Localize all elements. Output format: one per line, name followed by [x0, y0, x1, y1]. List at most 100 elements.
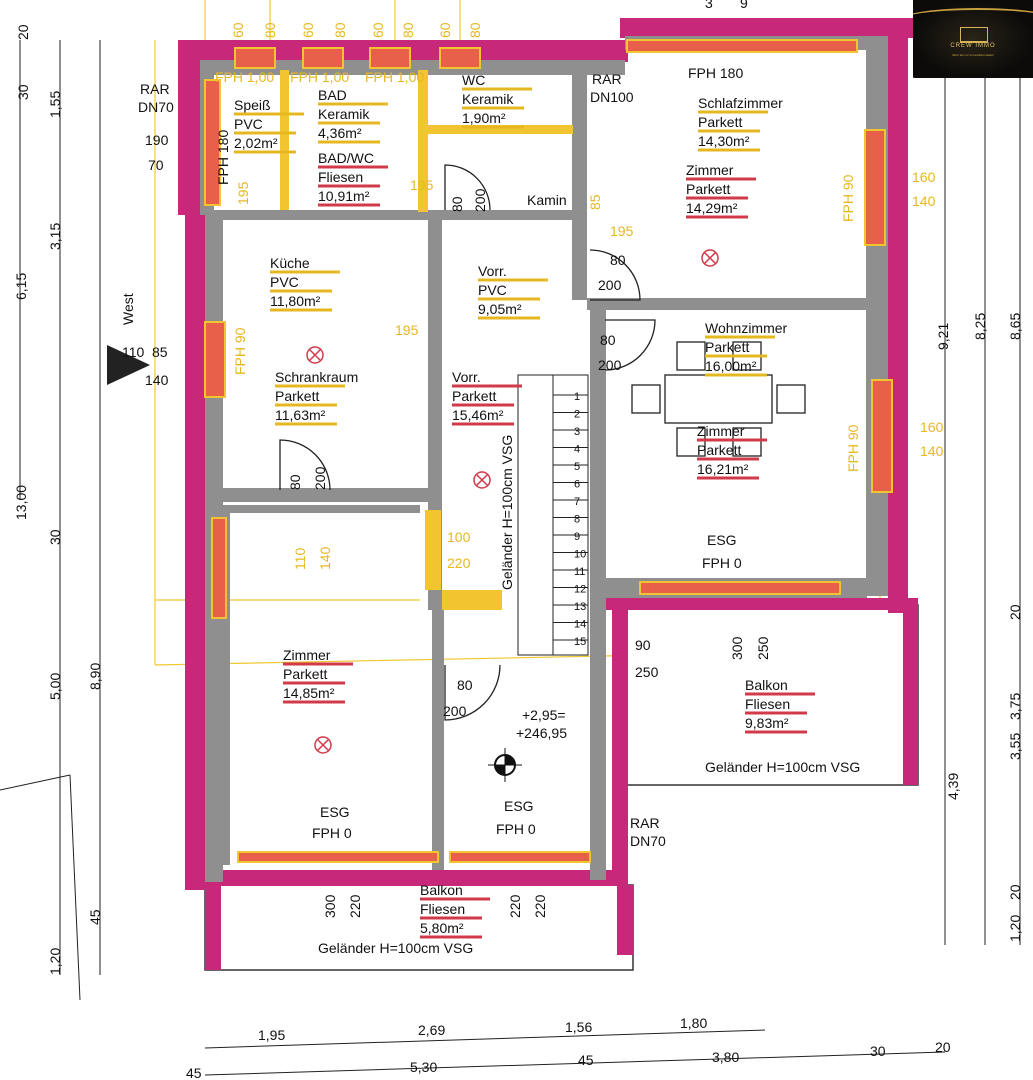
- stair-number: 7: [574, 496, 580, 508]
- dimension-text: 3,55: [1007, 733, 1023, 760]
- room-area: 4,36m²: [318, 125, 362, 141]
- dimension-text: 1,80: [680, 1015, 707, 1031]
- dimension-text: 80: [610, 252, 626, 268]
- dimension-text: 140: [145, 372, 169, 388]
- dimension-text: 220: [507, 894, 523, 918]
- dimension-text: 200: [443, 703, 467, 719]
- room-name: Küche: [270, 255, 310, 271]
- dining-table: [631, 341, 806, 457]
- annotations: FPH 180 FPH 180 FPH 90 FPH 90 FPH 90 FPH…: [138, 65, 861, 956]
- railing-label-bottom: Geländer H=100cm VSG: [318, 940, 473, 956]
- dimension-text: 3: [705, 0, 713, 11]
- dimension-text: 200: [598, 277, 622, 293]
- dimension-text: 140: [912, 193, 936, 209]
- room-area: 14,30m²: [698, 133, 750, 149]
- dimension-text: 110: [122, 344, 145, 360]
- dimension-text: 85: [587, 194, 603, 210]
- dimension-text: 220: [532, 894, 548, 918]
- compass-label: West: [120, 293, 136, 325]
- dimension-text: 9: [740, 0, 748, 11]
- dimension-text: 80: [449, 196, 465, 212]
- dimension-text: 250: [635, 664, 659, 680]
- room-area: 5,80m²: [420, 920, 464, 936]
- dimension-text: 140: [920, 443, 944, 459]
- stair-number: 6: [574, 479, 580, 491]
- room-floor: Parkett: [698, 114, 742, 130]
- fph90-right-1: FPH 90: [840, 174, 856, 222]
- room-floor: Fliesen: [318, 169, 363, 185]
- dimension-text: 300: [729, 636, 745, 660]
- dimension-text: 250: [755, 636, 771, 660]
- partition-walls: [280, 70, 573, 610]
- fph180-left: FPH 180: [215, 130, 231, 185]
- dimension-text: 160: [920, 419, 944, 435]
- room-name: Schlafzimmer: [698, 95, 783, 111]
- stair-number: 9: [574, 531, 580, 543]
- room-floor: Keramik: [318, 106, 370, 122]
- dimension-text: 1,95: [258, 1027, 285, 1043]
- fph0-label-1: FPH 0: [702, 555, 742, 571]
- dimension-text: 200: [598, 357, 622, 373]
- room-area: 9,83m²: [745, 715, 789, 731]
- stair-number: 13: [574, 601, 586, 613]
- dimension-text: 220: [347, 894, 363, 918]
- room-area: 1,90m²: [462, 110, 506, 126]
- dimension-text: 1,56: [565, 1019, 592, 1035]
- stair-number: 10: [574, 549, 586, 561]
- fph0-label-3: FPH 0: [496, 821, 536, 837]
- dimension-text: 30: [870, 1043, 886, 1059]
- stair-number: 4: [574, 444, 580, 456]
- rar-label-2: RAR: [592, 71, 622, 87]
- room-name: Zimmer: [686, 162, 734, 178]
- dimension-text: 6,15: [13, 273, 29, 300]
- dimension-text: 110: [292, 547, 308, 570]
- dimension-text: 20: [15, 24, 31, 40]
- room-floor: Keramik: [462, 91, 514, 107]
- stair-number: 15: [574, 636, 586, 648]
- room-name: BAD/WC: [318, 150, 374, 166]
- dimension-text: 80: [287, 474, 303, 490]
- dimension-text: 20: [1007, 604, 1023, 620]
- dimension-text: 4,39: [945, 773, 961, 800]
- dimension-text: 8,90: [87, 663, 103, 690]
- dimension-lines: [0, 40, 1021, 1076]
- room-area: 16,21m²: [697, 461, 749, 477]
- dimension-text: 190: [145, 132, 169, 148]
- door-swings: [279, 164, 656, 721]
- dimension-text: 70: [148, 157, 164, 173]
- dimension-text: 45: [87, 909, 103, 925]
- room-floor: PVC: [270, 274, 299, 290]
- logo-tagline: Mehr als nur Immobilienmakler!: [952, 53, 994, 57]
- fph100-3: FPH 1,00: [365, 69, 424, 85]
- dimension-text: 20: [1007, 884, 1023, 900]
- dimension-text: 80: [467, 22, 483, 38]
- dimension-text: 60: [437, 22, 453, 38]
- stair-number: 3: [574, 426, 580, 438]
- room-name: BAD: [318, 87, 347, 103]
- dimension-text: 80: [457, 677, 473, 693]
- room-name: Zimmer: [697, 423, 745, 439]
- room-name: Balkon: [420, 882, 463, 898]
- dn70-label-1: DN70: [138, 99, 174, 115]
- room-floor: Fliesen: [420, 901, 465, 917]
- dimension-text: 1,20: [1007, 915, 1023, 942]
- dimension-text: 30: [15, 84, 31, 100]
- logo-house-icon: [960, 27, 988, 43]
- room-floor: PVC: [478, 282, 507, 298]
- room-floor: Parkett: [275, 388, 319, 404]
- railing-label-stairs: Geländer H=100cm VSG: [499, 435, 515, 590]
- dimension-text: 160: [912, 169, 936, 185]
- dimension-text: 60: [230, 22, 246, 38]
- esg-label-2: ESG: [320, 804, 350, 820]
- room-floor: Parkett: [705, 339, 749, 355]
- room-name: Vorr.: [478, 263, 507, 279]
- stair-number: 12: [574, 584, 586, 596]
- dimension-text: 60: [370, 22, 386, 38]
- dimension-text: 200: [312, 466, 328, 490]
- room-floor: Parkett: [452, 388, 496, 404]
- room-area: 2,02m²: [234, 135, 278, 151]
- dimension-text: 2,69: [418, 1022, 445, 1038]
- level-abs-label: +246,95: [516, 725, 567, 741]
